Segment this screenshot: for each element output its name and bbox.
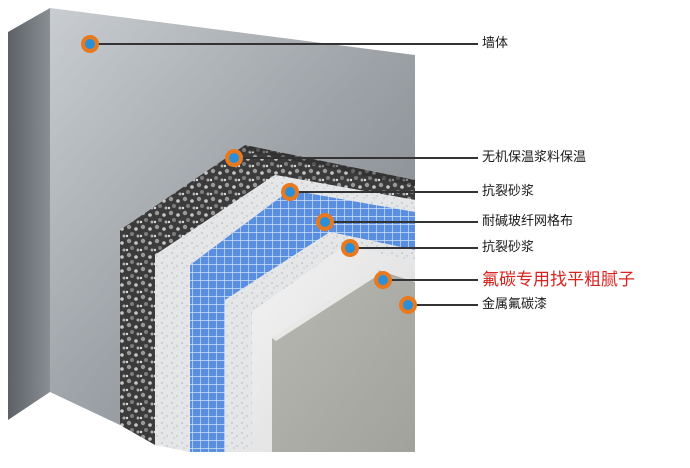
marker-mortar-2 xyxy=(341,239,359,257)
leader-lines xyxy=(90,43,478,306)
marker-wall xyxy=(81,35,99,53)
label-anti-crack-mortar-2: 抗裂砂浆 xyxy=(482,240,535,255)
marker-putty xyxy=(374,271,392,289)
mesh-layer xyxy=(190,190,415,452)
markers xyxy=(81,35,417,314)
mortar-layer-1 xyxy=(155,175,415,452)
putty-layer xyxy=(252,246,415,452)
marker-insulation xyxy=(225,149,243,167)
label-insulation-mortar: 无机保温浆料保温 xyxy=(482,150,587,165)
label-fiberglass-mesh: 耐碱玻纤网格布 xyxy=(482,214,574,229)
marker-mortar-1 xyxy=(281,183,299,201)
marker-paint xyxy=(399,296,417,314)
label-fluorocarbon-paint: 金属氟碳漆 xyxy=(482,297,548,312)
label-wall: 墙体 xyxy=(482,36,509,51)
label-leveling-putty: 氟碳专用找平粗腻子 xyxy=(482,270,635,290)
label-anti-crack-mortar-1: 抗裂砂浆 xyxy=(482,184,535,199)
wall-layer xyxy=(8,8,415,425)
mortar-layer-2 xyxy=(225,232,415,452)
insulation-layer xyxy=(120,145,415,445)
paint-layer xyxy=(272,270,415,452)
marker-mesh xyxy=(316,213,334,231)
